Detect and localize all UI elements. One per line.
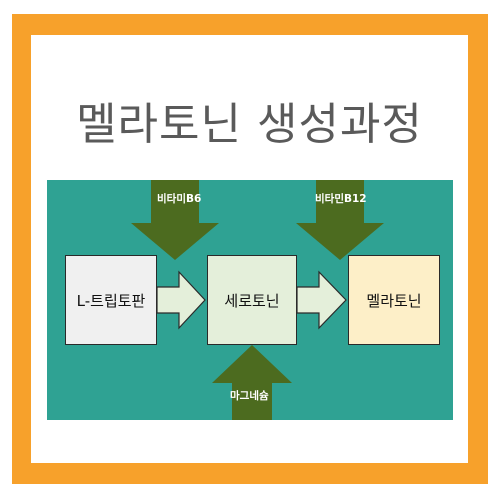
vitamin-b6-label: 비타미B6 <box>157 193 202 205</box>
page-title: 멜라토닌 생성과정 <box>76 99 423 150</box>
tryptophan-node: L-트립토판 <box>65 255 157 345</box>
card: 멜라토닌 생성과정 비타미B6 비타민B12 마그네슘 L-트립토판 세로토닌 … <box>31 35 468 463</box>
serotonin-label: 세로토닌 <box>224 291 280 310</box>
vitamin-b6-arrow <box>131 180 219 260</box>
vitamin-b12-arrow <box>296 180 384 260</box>
flow-arrow-1 <box>156 270 206 330</box>
flow-arrow-2 <box>296 270 347 330</box>
vitamin-b12-label: 비타민B12 <box>315 193 367 205</box>
diagram-arrows <box>131 180 384 420</box>
diagram-panel: 비타미B6 비타민B12 마그네슘 L-트립토판 세로토닌 멜라토닌 <box>47 180 453 420</box>
tryptophan-label: L-트립토판 <box>76 291 146 310</box>
magnesium-label: 마그네슘 <box>230 390 269 402</box>
melatonin-label: 멜라토닌 <box>366 291 422 310</box>
serotonin-node: 세로토닌 <box>207 255 297 345</box>
magnesium-arrow <box>212 345 292 420</box>
melatonin-node: 멜라토닌 <box>348 255 440 345</box>
